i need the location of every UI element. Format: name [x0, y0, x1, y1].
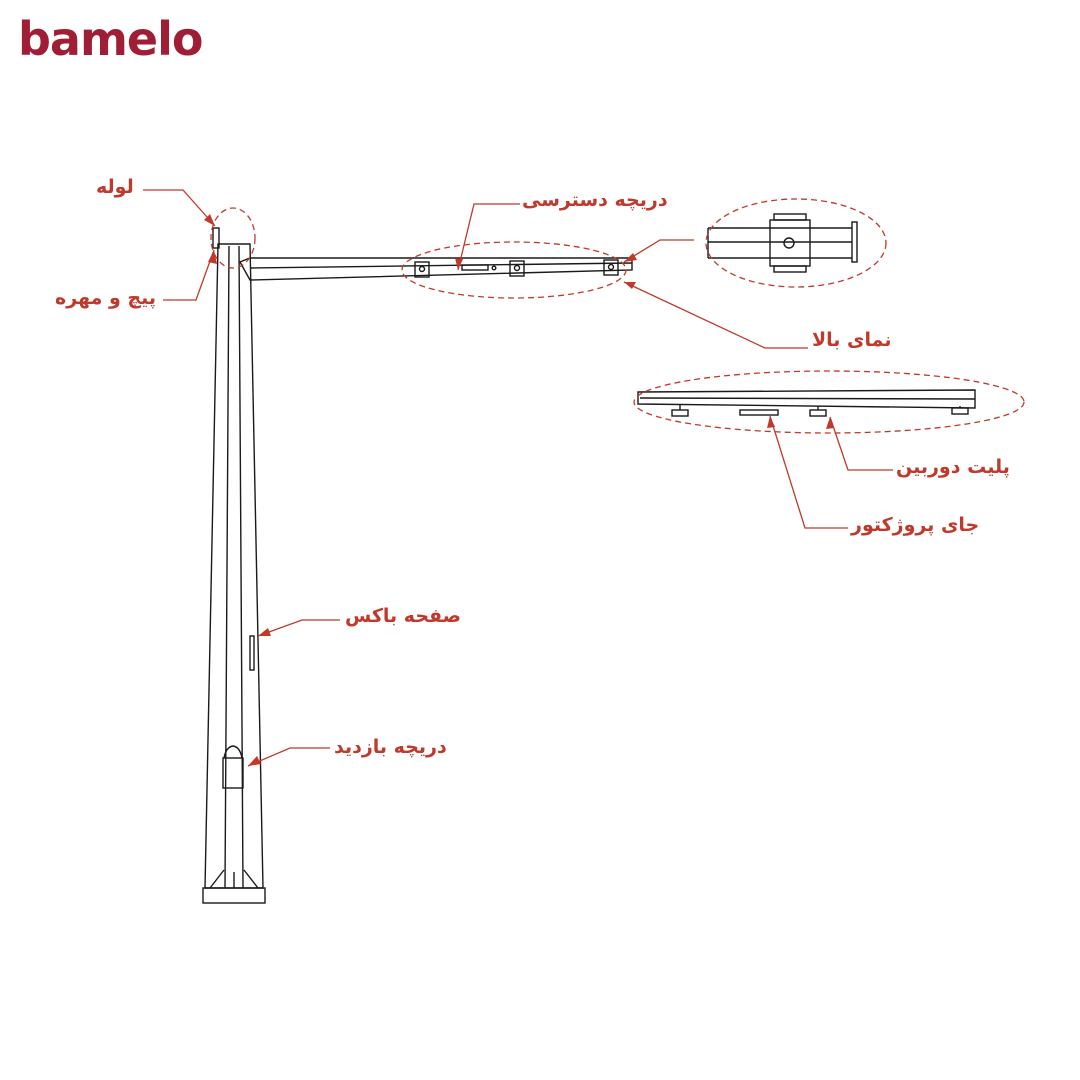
arm-bracket	[509, 260, 525, 277]
base-gusset	[243, 869, 259, 889]
top-view-leader-a	[623, 239, 694, 263]
camera-plate-leader	[829, 416, 893, 471]
box-plate-leader	[257, 619, 340, 637]
base-gusset	[209, 869, 225, 889]
arm-highlight-ellipse	[401, 241, 627, 299]
access-hatch-screw	[491, 265, 497, 271]
bracket-bolt	[607, 263, 615, 271]
callout-arrowheads	[204, 214, 834, 766]
top-view-end-plate	[851, 221, 858, 263]
top-view-bracket-lip	[773, 265, 807, 273]
top-view-detail	[707, 213, 858, 273]
access-hatch-slot	[461, 264, 489, 271]
arrowhead	[624, 282, 636, 289]
projector-mount-plate	[739, 409, 779, 416]
arrowhead	[204, 214, 215, 226]
brand-logo: bamelo	[18, 12, 203, 66]
arm-bracket	[414, 261, 430, 278]
label-bolt-nut: پیچ و مهره	[55, 287, 156, 309]
arrowhead	[767, 416, 775, 428]
label-top-view: نمای بالا	[812, 329, 892, 351]
access-hatch-leader	[457, 203, 520, 271]
box-plate	[249, 635, 255, 671]
side-view-highlight-ellipse	[633, 370, 1025, 434]
camera-plate	[809, 409, 827, 417]
arrowhead	[624, 253, 637, 262]
top-pipe	[212, 227, 220, 249]
pipe-leader	[143, 189, 216, 227]
pipe-highlight-ellipse	[210, 207, 256, 269]
side-view-arm-line	[639, 397, 976, 400]
camera-plate	[671, 409, 689, 417]
camera-plate	[951, 407, 969, 415]
bolt-nut-leader	[163, 249, 215, 301]
side-view-detail	[637, 389, 976, 417]
pole-inner-line	[238, 245, 244, 889]
callout-lines	[143, 189, 893, 767]
projector-leader	[769, 415, 848, 529]
arrowhead	[258, 628, 271, 636]
arrowhead	[208, 250, 217, 264]
pole-inner-line	[224, 245, 230, 889]
label-projector-mount: جای پروژکتور	[851, 514, 980, 536]
arrowhead	[248, 756, 261, 766]
label-pipe: لوله	[96, 176, 134, 198]
label-box-plate: صفحه باکس	[345, 605, 462, 627]
inspection-hatch-hood	[223, 745, 243, 759]
top-view-bolt	[783, 237, 795, 249]
top-view-highlight-ellipse	[705, 198, 887, 288]
arm-outline	[239, 257, 633, 281]
label-inspection-hatch: دریچه بازدید	[334, 736, 447, 758]
side-view-arm	[637, 389, 976, 409]
pole-outline	[204, 243, 264, 889]
label-camera-plate: پلیت دوربین	[896, 456, 1010, 478]
highlight-ellipses	[210, 198, 1025, 434]
top-view-bracket	[769, 219, 811, 267]
bracket-bolt	[513, 264, 521, 272]
inspection-hatch	[222, 757, 244, 789]
pole-structure	[202, 227, 633, 904]
arm-bracket	[603, 259, 619, 276]
top-view-leader-b	[623, 281, 808, 349]
pole-base-plate	[202, 887, 266, 904]
bracket-bolt	[418, 265, 426, 273]
arrowhead	[455, 258, 463, 270]
inspection-hatch-leader	[247, 747, 330, 767]
arrowhead	[826, 417, 834, 429]
label-access-hatch: دریچه دسترسی	[522, 189, 668, 211]
arm-center-line	[249, 262, 633, 269]
top-view-bracket-lip	[773, 213, 807, 221]
